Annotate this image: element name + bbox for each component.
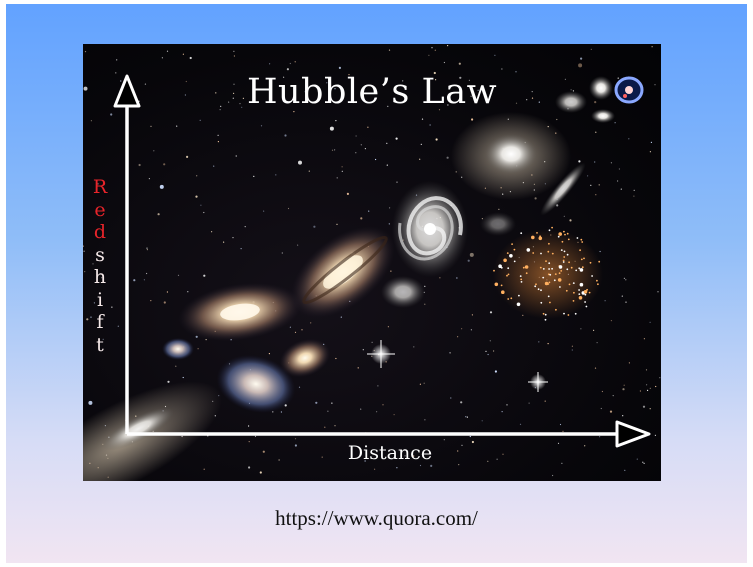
hubble-law-image: Hubble’s Law Distance R e d s h i f t [83, 44, 661, 481]
y-axis-letter: h [93, 266, 107, 288]
star-cluster [493, 229, 603, 319]
galaxy-far-2 [589, 76, 613, 100]
y-axis-letter: f [96, 311, 104, 333]
figure-title: Hubble’s Law [246, 72, 498, 112]
y-axis-label: R e d s h i f t [90, 176, 110, 356]
axes [125, 92, 631, 436]
x-axis-arrowhead [615, 420, 651, 448]
y-axis-arrowhead [113, 74, 141, 108]
galaxy-2 [279, 338, 331, 378]
y-axis-letter: d [93, 221, 107, 243]
x-axis-label: Distance [347, 442, 433, 464]
y-axis-letter: i [96, 288, 104, 311]
y-axis-letter: R [92, 176, 108, 198]
y-axis-letter: t [96, 333, 104, 356]
source-caption: https://www.quora.com/ [275, 506, 478, 530]
galaxy-small-blue [162, 338, 194, 360]
galaxy-spiral [392, 181, 468, 277]
bright-star [528, 372, 548, 392]
bright-star [367, 340, 395, 368]
galaxy-far-1 [555, 91, 587, 113]
y-axis-letter: s [95, 243, 105, 266]
galaxy-far-3 [591, 109, 615, 123]
y-axis-letter: e [94, 198, 106, 221]
galaxy-edge-on [540, 162, 586, 216]
